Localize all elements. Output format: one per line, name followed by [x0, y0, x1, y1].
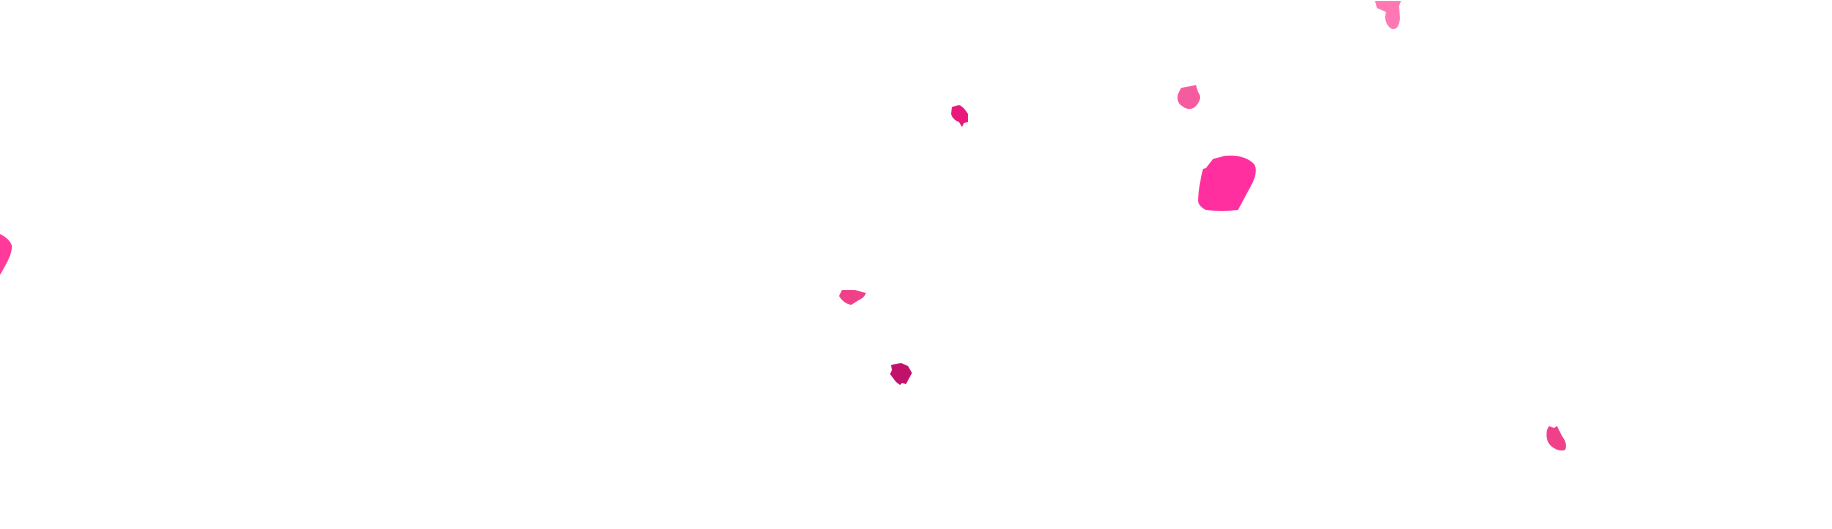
petal-left-edge-icon: [0, 234, 12, 275]
petal-center-icon: [839, 290, 866, 305]
petal-top-right-icon: [1375, 1, 1401, 30]
petal-large-icon: [1198, 155, 1256, 211]
petal-upper-right-small-icon: [1177, 85, 1201, 109]
petal-bottom-right-icon: [1546, 426, 1566, 451]
petal-center-lower-icon: [890, 363, 912, 385]
petal-upper-center-icon: [951, 105, 968, 127]
